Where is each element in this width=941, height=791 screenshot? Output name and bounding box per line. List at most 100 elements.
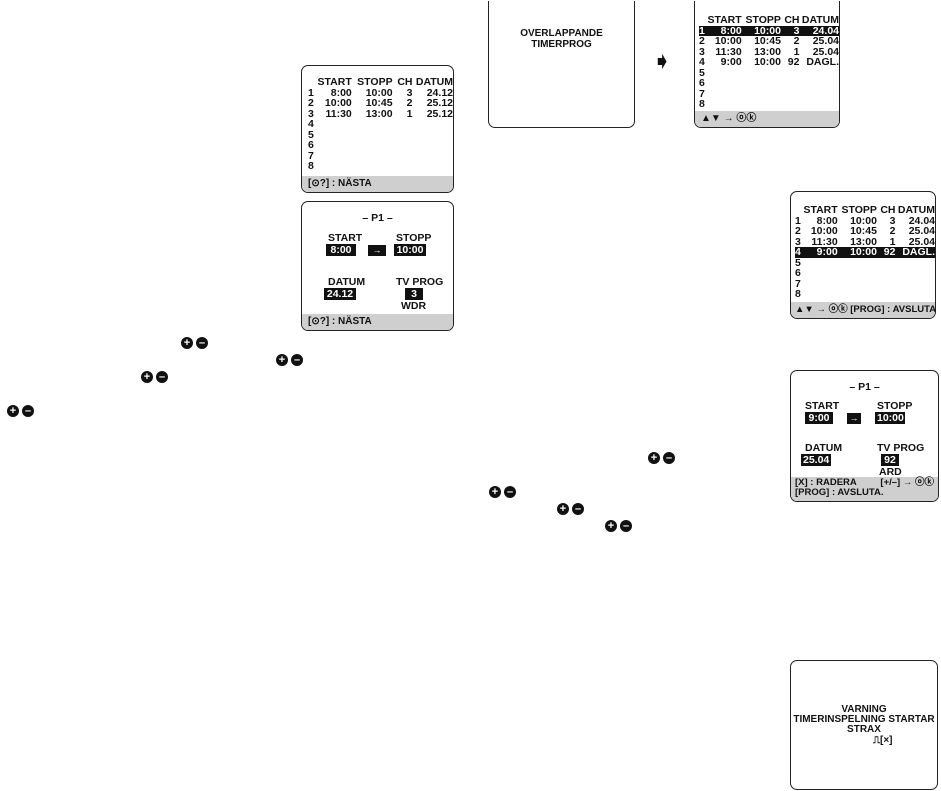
plus-minus-icon: +– xyxy=(141,371,168,383)
col-stopp: STOPP xyxy=(841,204,877,216)
cell-start: 10:00 xyxy=(324,97,352,109)
minus-icon: – xyxy=(620,520,632,532)
screen-footer: ▲▼ → ⓞⓚ [PROG] : AVSLUTA. xyxy=(791,302,935,318)
col-ch: CH xyxy=(397,76,413,88)
plus-minus-icon: +– xyxy=(605,520,632,532)
stopp-label: STOPP xyxy=(396,232,432,244)
cell-datum xyxy=(799,89,839,100)
row-number: 6 xyxy=(795,267,801,279)
cell-stopp xyxy=(352,140,393,151)
stopp-value: 10:00 xyxy=(875,412,905,424)
plus-minus-icon: +– xyxy=(7,405,34,417)
confirm-hint: [+/–] → ⓞⓚ xyxy=(880,477,934,488)
plus-icon: + xyxy=(489,486,501,498)
cell-stopp: 10:45 xyxy=(850,225,877,237)
cell-datum xyxy=(895,289,935,300)
cell-start xyxy=(315,130,351,141)
cell-start: 11:30 xyxy=(325,107,352,120)
cell-start xyxy=(315,161,351,172)
row-number: 2 xyxy=(699,35,705,47)
cell-datum: 24.12 xyxy=(426,86,453,99)
row-number: 7 xyxy=(795,277,801,290)
cell-datum xyxy=(413,161,453,172)
screen-footer: [⊙?] : NÄSTA xyxy=(302,314,453,330)
stopp-label: STOPP xyxy=(877,400,913,412)
cell-stopp: 10:00 xyxy=(365,86,393,99)
arrow-icon: → xyxy=(847,413,861,424)
cell-stopp xyxy=(352,119,393,130)
warning-title: VARNING xyxy=(841,704,887,715)
cell-stopp xyxy=(838,258,877,269)
cell-stopp: 13:00 xyxy=(365,107,393,120)
row-number: 8 xyxy=(699,98,705,110)
table-header: START STOPP CH DATUM xyxy=(795,205,935,216)
table-row: 7 xyxy=(699,88,839,100)
cell-start: 9:00 xyxy=(801,247,838,258)
col-stopp: STOPP xyxy=(357,76,393,88)
row-number: 2 xyxy=(795,225,801,237)
cell-ch: 92 xyxy=(787,56,800,68)
cell-datum xyxy=(413,151,453,162)
cell-datum: 25.04 xyxy=(812,35,839,47)
table-row: 6 xyxy=(795,268,935,279)
cell-stopp xyxy=(352,151,393,162)
col-ch: CH xyxy=(784,14,800,26)
table-row: 8 xyxy=(795,289,935,300)
plus-icon: + xyxy=(141,371,153,383)
minus-icon: – xyxy=(291,354,303,366)
cell-datum: DAGL. xyxy=(806,56,839,68)
program-edit-screen-b: – P1 – START 9:00 → STOPP 10:00 DATUM 25… xyxy=(790,370,939,502)
program-edit-screen-a: – P1 – START 8:00 → STOPP 10:00 DATUM 24… xyxy=(301,201,454,331)
stopp-value: 10:00 xyxy=(394,244,426,256)
cell-datum: 25.04 xyxy=(908,225,935,237)
cell-ch xyxy=(393,140,413,151)
cell-start xyxy=(706,68,742,79)
plus-icon: + xyxy=(557,503,569,515)
row-number: 5 xyxy=(308,128,314,141)
row-number: 7 xyxy=(308,149,314,162)
cell-start: 11:30 xyxy=(715,45,742,58)
cell-stopp xyxy=(352,130,393,141)
col-start: START xyxy=(803,204,838,216)
warning-line: STRAX xyxy=(847,724,881,735)
datum-value: 24.12 xyxy=(324,288,356,300)
cell-stopp: 10:00 xyxy=(850,214,877,227)
row-number: 3 xyxy=(308,107,314,120)
cell-datum: 24.04 xyxy=(908,214,935,227)
cell-stopp: 10:00 xyxy=(741,25,781,36)
tvprog-value: 92 xyxy=(881,454,899,466)
program-title: – P1 – xyxy=(362,212,393,224)
row-number: 4 xyxy=(795,246,802,258)
row-number: 5 xyxy=(699,66,705,79)
tvprog-label: TV PROG xyxy=(396,276,444,288)
plus-icon: + xyxy=(276,354,288,366)
cell-start xyxy=(706,89,742,100)
cell-start xyxy=(706,78,742,89)
cell-ch xyxy=(393,119,413,130)
row-number: 6 xyxy=(699,77,705,89)
cell-ch: 1 xyxy=(889,235,896,248)
cell-start xyxy=(802,268,838,279)
plus-minus-icon: +– xyxy=(276,354,303,366)
row-number: 1 xyxy=(699,24,706,37)
cell-ch: 92 xyxy=(876,247,896,258)
cell-datum xyxy=(895,258,935,269)
minus-icon: – xyxy=(156,371,168,383)
col-datum: DATUM xyxy=(897,204,935,216)
row-number: 8 xyxy=(795,288,801,300)
delete-hint: [X] : RADERA xyxy=(795,477,857,488)
start-value: 9:00 xyxy=(805,412,833,424)
cell-start: 11:30 xyxy=(811,235,838,248)
datum-label: DATUM xyxy=(805,442,843,454)
cell-stopp xyxy=(742,78,781,89)
station-name: WDR xyxy=(401,300,427,312)
